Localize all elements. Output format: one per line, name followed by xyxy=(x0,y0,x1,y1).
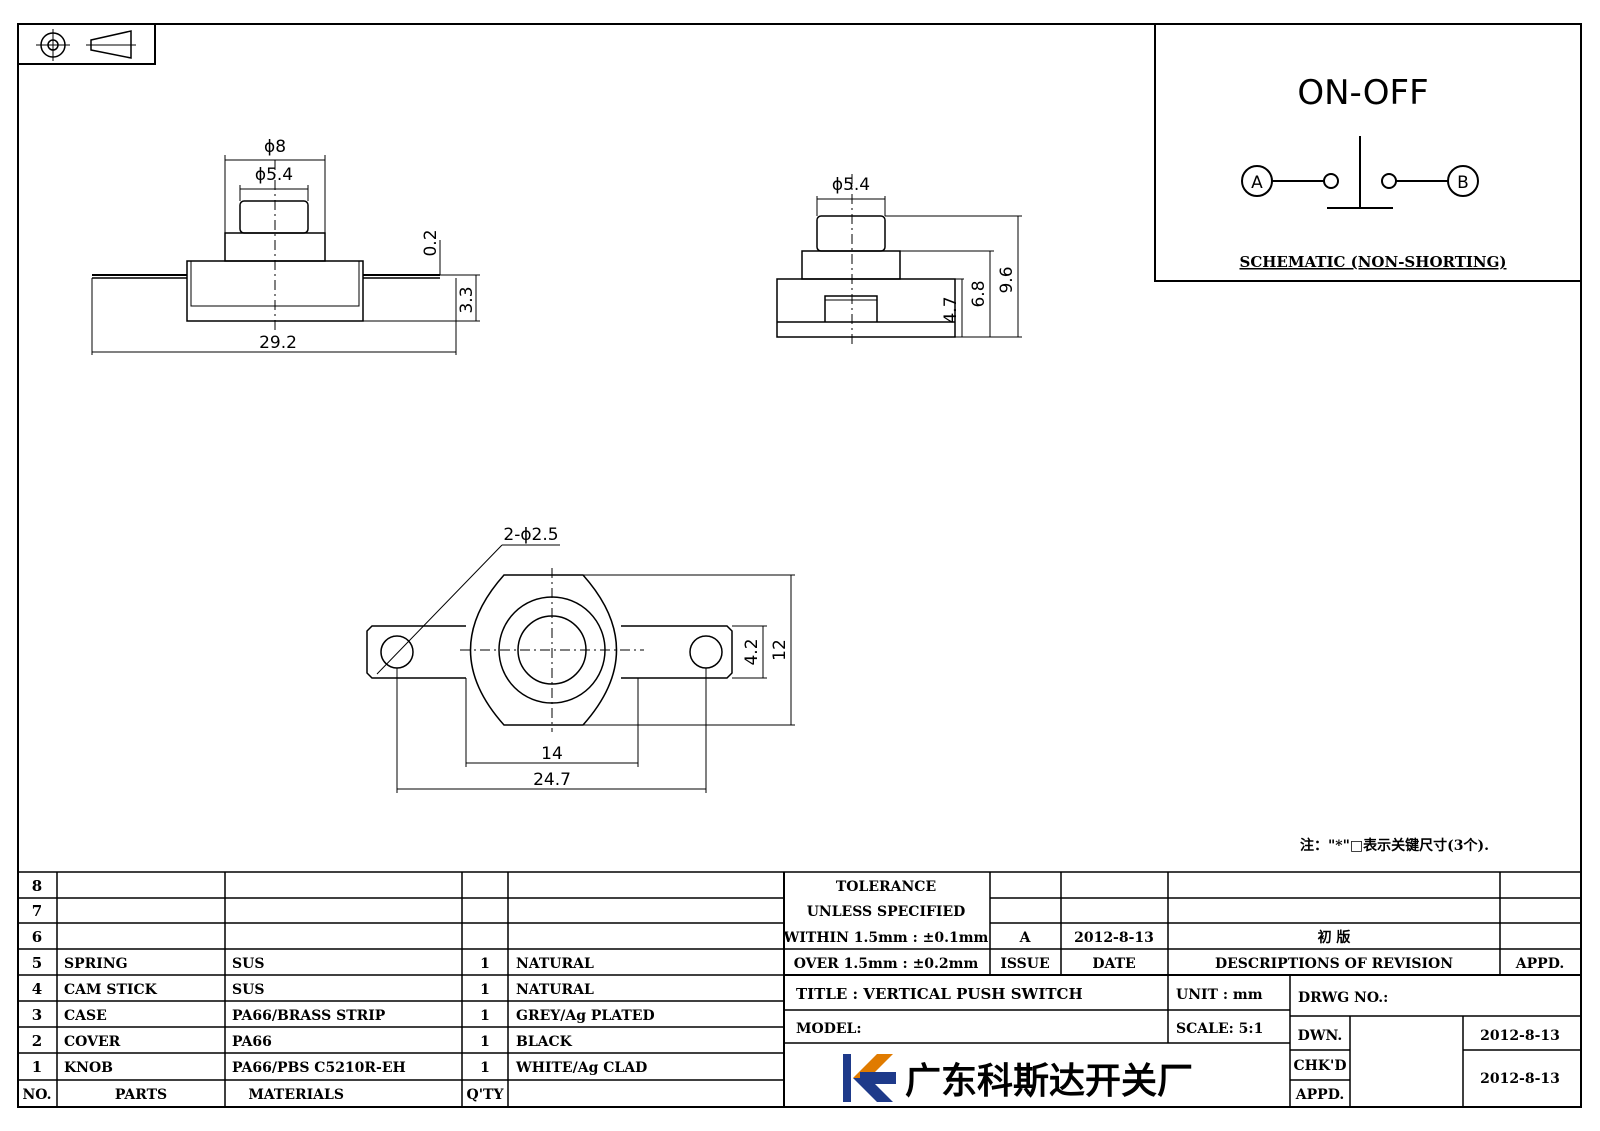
dim-side-33: 3.3 xyxy=(457,286,477,313)
issue-value: A xyxy=(1019,930,1032,946)
schematic-box: ON-OFF A B SCHEMATIC (NON-SHORTING) xyxy=(1154,23,1582,282)
bom-part: CAM STICK xyxy=(64,982,158,998)
revision-date-value: 2012-8-13 xyxy=(1074,930,1154,946)
bom-header-no: NO. xyxy=(22,1087,51,1103)
bom-finish: NATURAL xyxy=(516,982,594,998)
company-name: 广东科斯达开关厂 xyxy=(905,1061,1193,1102)
bom-no: 7 xyxy=(32,902,42,920)
bom-no: 4 xyxy=(32,980,42,998)
dim-side-phi8: ϕ8 xyxy=(264,137,286,157)
terminal-b-label: B xyxy=(1457,173,1469,193)
bom-no: 8 xyxy=(32,877,42,895)
bom-finish: BLACK xyxy=(516,1034,573,1050)
table-grid xyxy=(18,871,1581,1107)
drawing-note: 注："*"□表示关键尺寸(3个). xyxy=(1300,837,1489,854)
tolerance-line-1: TOLERANCE xyxy=(836,879,936,895)
unit-label: UNIT : mm xyxy=(1176,987,1263,1003)
bom-finish: WHITE/Ag CLAD xyxy=(515,1060,647,1076)
bom-qty: 1 xyxy=(480,956,490,972)
front-view xyxy=(776,174,1022,347)
dim-side-phi54: ϕ5.4 xyxy=(255,165,293,185)
approved-label: APPD. xyxy=(1295,1087,1344,1103)
bom-material: PA66/PBS C5210R-EH xyxy=(232,1060,406,1076)
side-view xyxy=(91,155,480,355)
bom-qty: 1 xyxy=(480,1034,490,1050)
company-logo-icon xyxy=(843,1054,896,1102)
tolerance-line-2: UNLESS SPECIFIED xyxy=(807,904,966,920)
dim-front-68: 6.8 xyxy=(969,280,989,307)
bottom-view xyxy=(366,544,795,793)
bom-no: 5 xyxy=(32,954,42,972)
bom-table: 8 7 6 5 4 3 2 1 SPRING CAM STICK CASE CO… xyxy=(22,877,654,1103)
schematic-caption: SCHEMATIC (NON-SHORTING) xyxy=(1239,253,1506,271)
date-label: DATE xyxy=(1092,956,1135,972)
bom-qty: 1 xyxy=(480,1008,490,1024)
revision-description-value: 初 版 xyxy=(1318,929,1351,946)
drawn-label: DWN. xyxy=(1298,1028,1343,1044)
dim-front-phi54: ϕ5.4 xyxy=(832,175,870,195)
bom-qty: 1 xyxy=(480,1060,490,1076)
tolerance-line-4: OVER 1.5mm : ±0.2mm xyxy=(794,956,979,972)
bom-no: 6 xyxy=(32,928,42,946)
drawn-date: 2012-8-13 xyxy=(1480,1028,1560,1044)
bom-qty: 1 xyxy=(480,982,490,998)
bom-material: SUS xyxy=(232,982,264,998)
dim-bottom-14: 14 xyxy=(541,744,563,764)
bom-material: PA66 xyxy=(232,1034,272,1050)
bom-material: PA66/BRASS STRIP xyxy=(232,1008,386,1024)
issue-label: ISSUE xyxy=(1000,956,1049,972)
tolerance-line-3: WITHIN 1.5mm : ±0.1mm xyxy=(783,930,989,946)
bom-no: 2 xyxy=(32,1032,42,1050)
dim-front-47: 4.7 xyxy=(941,296,961,323)
bom-header-materials: MATERIALS xyxy=(248,1087,344,1103)
revision-block: TOLERANCE UNLESS SPECIFIED WITHIN 1.5mm … xyxy=(783,879,1565,972)
bom-material: SUS xyxy=(232,956,264,972)
dim-bottom-247: 24.7 xyxy=(533,770,571,790)
bom-finish: NATURAL xyxy=(516,956,594,972)
revision-appd-label: APPD. xyxy=(1515,956,1564,972)
model-label: MODEL: xyxy=(796,1021,862,1037)
dim-bottom-42: 4.2 xyxy=(742,638,762,665)
schematic-title: ON-OFF xyxy=(1297,73,1428,113)
dim-front-96: 9.6 xyxy=(997,266,1017,293)
bom-part: KNOB xyxy=(64,1060,113,1076)
dim-bottom-holes: 2-ϕ2.5 xyxy=(503,525,558,545)
bom-no: 1 xyxy=(32,1058,42,1076)
bom-part: CASE xyxy=(64,1008,107,1024)
bom-part: SPRING xyxy=(64,956,128,972)
bom-no: 3 xyxy=(32,1006,42,1024)
bom-finish: GREY/Ag PLATED xyxy=(516,1008,655,1024)
drawing-number-label: DRWG NO.: xyxy=(1298,990,1388,1006)
checked-date: 2012-8-13 xyxy=(1480,1071,1560,1087)
title-block: TITLE : VERTICAL PUSH SWITCH UNIT : mm D… xyxy=(796,985,1560,1103)
descriptions-label: DESCRIPTIONS OF REVISION xyxy=(1215,956,1453,972)
dim-bottom-12: 12 xyxy=(770,639,790,661)
dim-side-02: 0.2 xyxy=(421,229,441,256)
drawing-title: TITLE : VERTICAL PUSH SWITCH xyxy=(796,985,1083,1003)
checked-label: CHK'D xyxy=(1294,1058,1347,1074)
bom-header-parts: PARTS xyxy=(115,1087,167,1103)
terminal-a-label: A xyxy=(1251,173,1263,193)
bom-part: COVER xyxy=(64,1034,121,1050)
scale-label: SCALE: 5:1 xyxy=(1176,1021,1263,1037)
sheet-border xyxy=(17,23,1582,1108)
bom-header-qty: Q'TY xyxy=(467,1087,505,1103)
projection-symbol-icon xyxy=(17,23,156,65)
dim-side-292: 29.2 xyxy=(259,333,297,353)
